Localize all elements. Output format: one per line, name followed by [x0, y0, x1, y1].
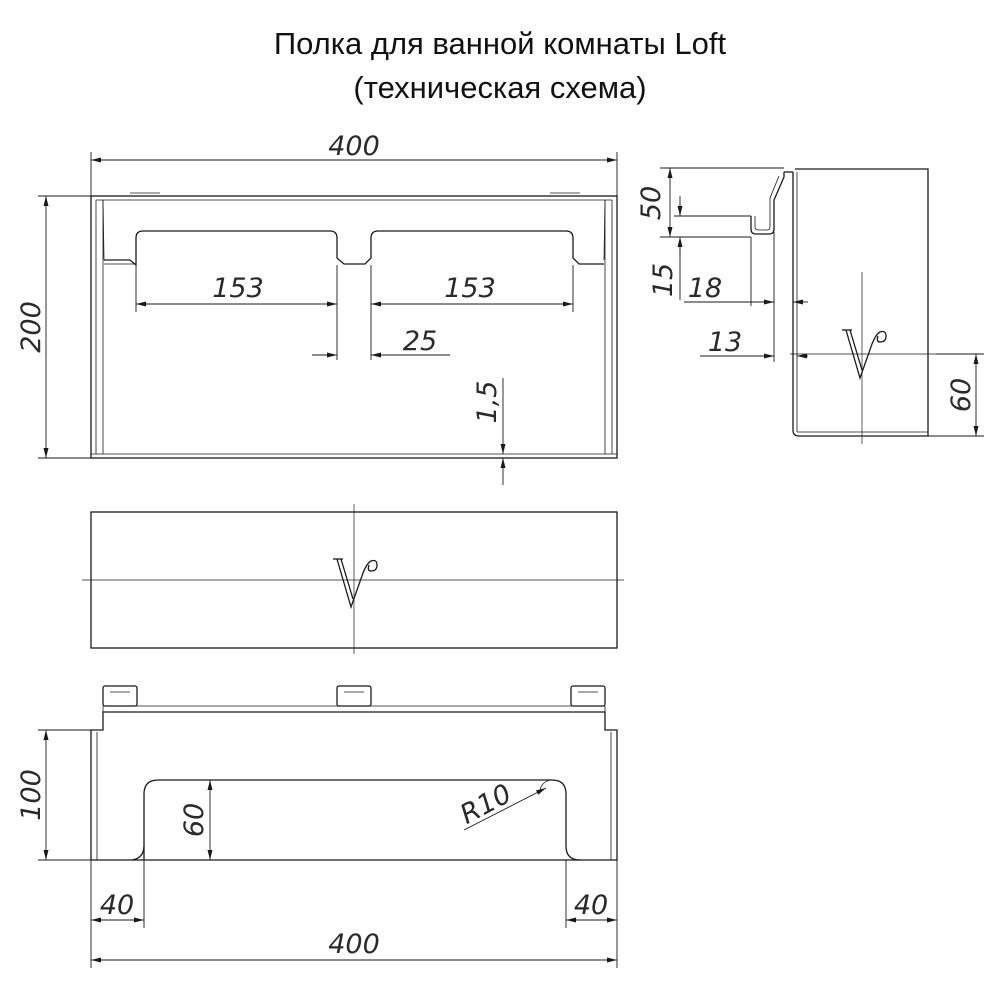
dim-hook-depth-label: 15	[648, 263, 679, 297]
hanger-center	[336, 685, 372, 707]
dim-hook-height-label: 50	[636, 186, 667, 220]
dim-hook-gap-label: 18	[688, 273, 722, 304]
dim-back-height-label: 100	[16, 769, 47, 821]
side-outline	[792, 168, 929, 437]
slot-outline	[104, 230, 604, 267]
hook-outline	[750, 172, 785, 235]
dim-lip-height-label: 60	[946, 378, 977, 412]
page-title: Полка для ванной комнаты Loft	[273, 26, 727, 61]
hanger-right	[570, 685, 606, 707]
dim-width-top-label: 400	[328, 131, 380, 162]
dim-width-bottom-label: 400	[328, 929, 380, 960]
dim-margin-left-label: 40	[100, 890, 134, 921]
cutout-outline	[143, 779, 581, 861]
hanger-left	[102, 685, 138, 707]
dim-slot-gap-label: 25	[403, 326, 437, 357]
dim-cutout-height-label: 60	[179, 803, 210, 837]
dim-thickness-label: 1,5	[472, 381, 503, 424]
side-view: 50 15 18 13 60	[636, 167, 984, 444]
dim-radius-label: R10	[455, 778, 516, 830]
back-outline	[90, 711, 618, 861]
dim-offset-label: 13	[708, 327, 742, 358]
dim-slot-left-label: 153	[212, 273, 264, 304]
dim-margin-right-label: 40	[574, 890, 608, 921]
logo-v-icon	[333, 558, 378, 610]
front-outline	[90, 195, 618, 459]
page-subtitle: (техническая схема)	[353, 70, 647, 105]
dim-height-left-label: 200	[16, 301, 47, 353]
back-view: R10 100 60 40 40 400	[16, 685, 618, 968]
logo-v-icon	[842, 329, 887, 381]
front-view: 400 200 153 153 25 1,5	[16, 131, 618, 485]
dim-slot-right-label: 153	[444, 273, 496, 304]
top-view	[82, 504, 624, 654]
